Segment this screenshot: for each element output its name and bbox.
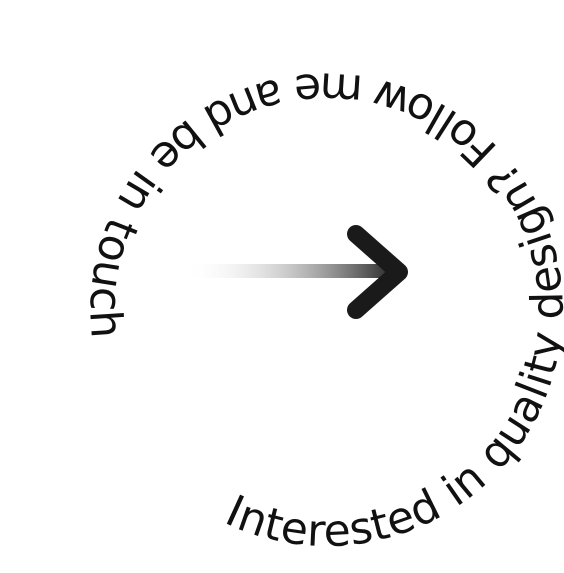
arrow-head — [347, 225, 408, 319]
arrow-right-icon — [184, 225, 408, 319]
circular-tagline-path: Interested in quality design? Follow me … — [79, 62, 564, 557]
circular-tagline: Interested in quality design? Follow me … — [79, 62, 564, 557]
